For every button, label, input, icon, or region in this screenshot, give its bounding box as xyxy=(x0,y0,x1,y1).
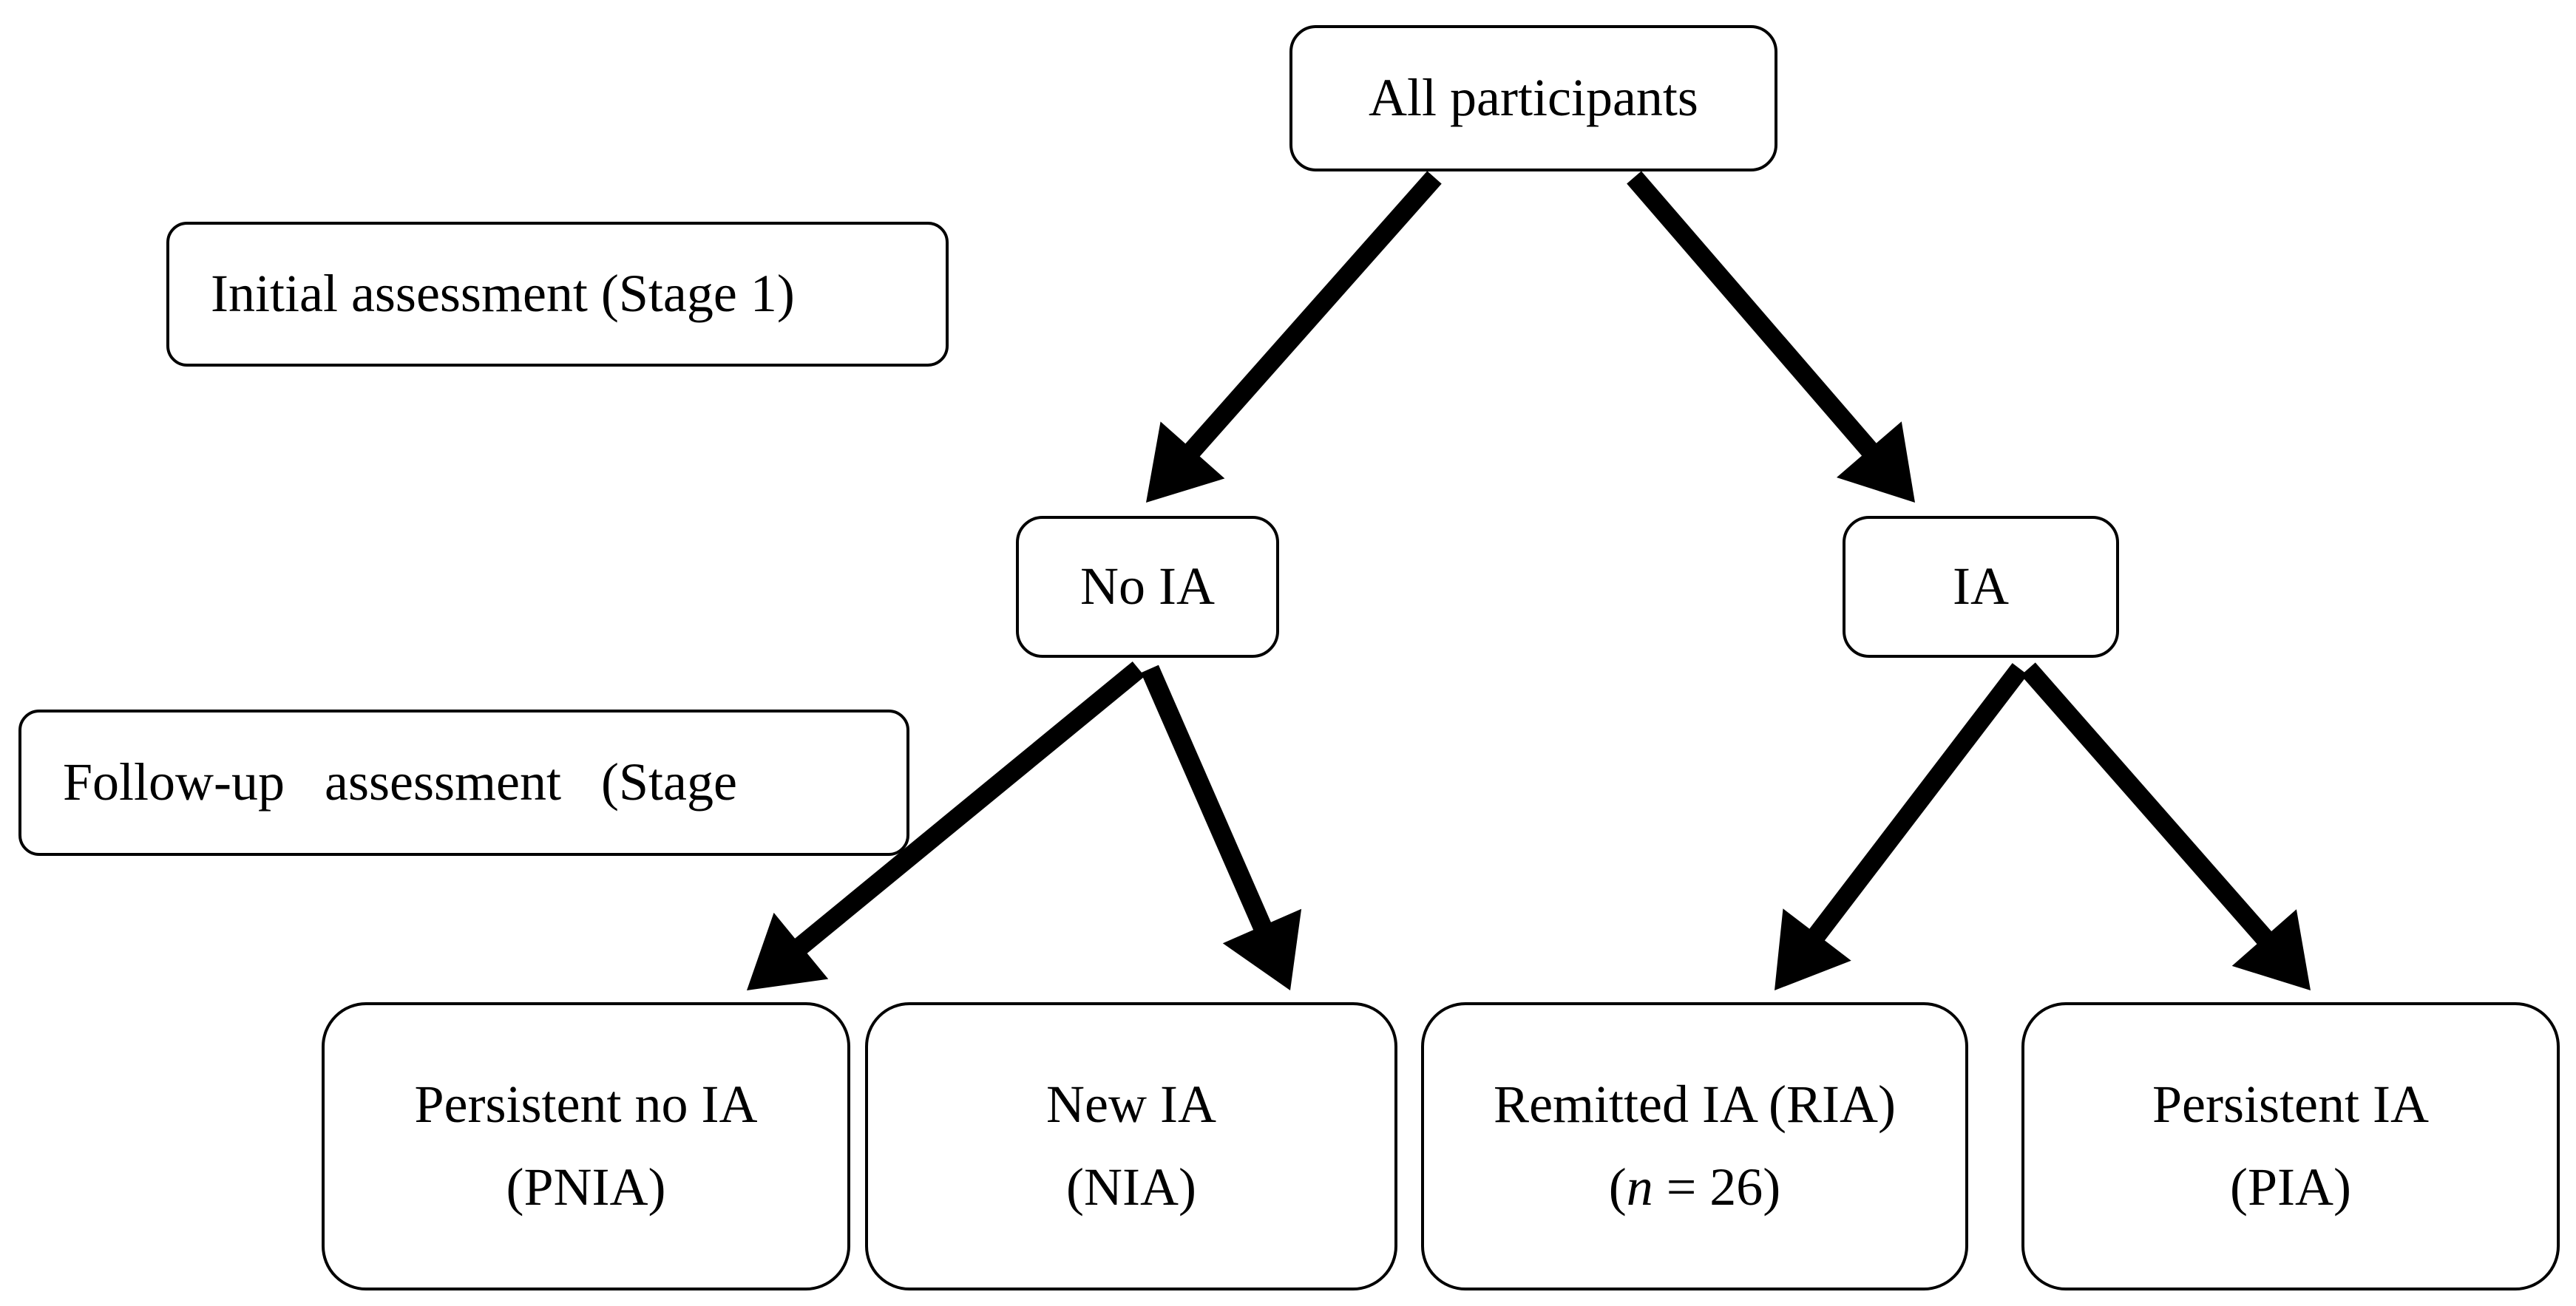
arrow-ia-to-ria xyxy=(1775,663,2028,990)
node-ia: IA xyxy=(1843,516,2119,658)
node-persistent-no-ia: Persistent no IA (PNIA) xyxy=(322,1002,850,1290)
arrow-shaft xyxy=(1141,664,1272,933)
node-ria-line2: (n = 26) xyxy=(1609,1146,1781,1229)
stage1-label: Initial assessment (Stage 1) xyxy=(211,264,795,324)
arrow-noia-to-nia xyxy=(1141,664,1302,990)
node-no-ia: No IA xyxy=(1016,516,1279,658)
node-no-ia-label: No IA xyxy=(1080,557,1215,616)
node-pia-line2: (PIA) xyxy=(2230,1157,2351,1217)
node-ria-count: = 26) xyxy=(1653,1157,1781,1217)
stage1-label-box: Initial assessment (Stage 1) xyxy=(166,222,949,367)
arrow-head xyxy=(1775,908,1851,990)
node-pnia-line2: (PNIA) xyxy=(506,1157,666,1217)
arrow-head xyxy=(1837,421,1915,503)
arrow-shaft xyxy=(793,661,1145,956)
arrow-ia-to-pia xyxy=(2021,662,2311,990)
arrow-shaft xyxy=(1807,663,2028,943)
node-pia-line1: Persistent IA xyxy=(2152,1075,2429,1135)
arrow-shaft xyxy=(1183,171,1442,459)
arrow-shaft xyxy=(2021,662,2274,947)
arrow-all-to-ia xyxy=(1627,171,1915,503)
node-remitted-ia: Remitted IA (RIA) (n = 26) xyxy=(1421,1002,1968,1290)
node-nia-line2: (NIA) xyxy=(1066,1157,1196,1217)
arrow-head xyxy=(1146,421,1225,503)
node-ria-n-symbol: n xyxy=(1626,1157,1653,1217)
node-persistent-ia: Persistent IA (PIA) xyxy=(2021,1002,2560,1290)
node-nia-line1: New IA xyxy=(1046,1075,1216,1135)
arrow-shaft xyxy=(1627,171,1879,458)
node-ria-open-paren: ( xyxy=(1608,1157,1627,1217)
stage2-label: Follow-up assessment (Stage xyxy=(63,752,737,812)
arrow-head xyxy=(2231,909,2311,990)
stage2-label-box: Follow-up assessment (Stage xyxy=(18,710,909,856)
node-all-participants-label: All participants xyxy=(1369,68,1698,128)
arrow-head xyxy=(747,912,829,990)
arrow-head xyxy=(1222,908,1302,990)
node-all-participants: All participants xyxy=(1289,25,1777,171)
node-new-ia: New IA (NIA) xyxy=(865,1002,1397,1290)
arrow-noia-to-pnia xyxy=(747,661,1145,990)
node-pnia-line1: Persistent no IA xyxy=(414,1075,758,1135)
arrow-all-to-noia xyxy=(1146,171,1442,503)
node-ia-label: IA xyxy=(1953,557,2009,616)
node-ria-line1: Remitted IA (RIA) xyxy=(1494,1075,1896,1135)
